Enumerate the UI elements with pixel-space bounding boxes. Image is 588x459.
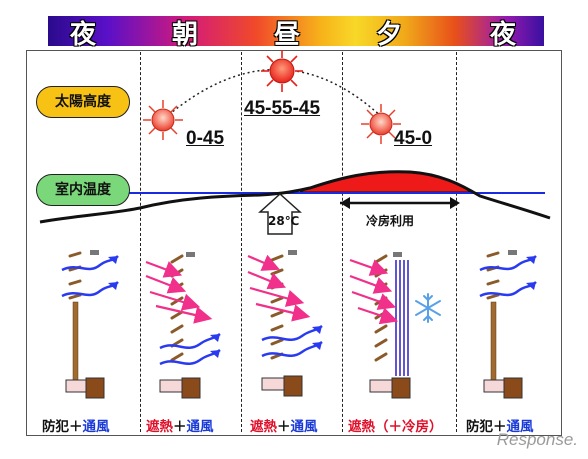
time-label-night-1: 夜	[69, 20, 96, 50]
window-unit-night-1	[61, 250, 119, 399]
caption-part-b: 通風	[506, 419, 534, 435]
sun-morning-icon	[143, 100, 183, 140]
sun-angle-noon: 45-55-45	[244, 98, 321, 119]
time-label-noon: 昼	[273, 20, 300, 50]
column-divider	[241, 52, 242, 432]
caption-part-a: 遮熱	[348, 419, 375, 435]
caption-plus: （＋	[375, 419, 402, 435]
cooling-use-label: 冷房利用	[366, 214, 415, 228]
caption-plus: ＋	[173, 419, 187, 435]
window-unit-evening	[349, 252, 441, 399]
column-divider	[456, 52, 457, 432]
caption-night-1: 防犯＋通風	[42, 415, 110, 435]
indoor-temp-label: 室内温度	[36, 174, 130, 206]
caption-part-a: 遮熱	[250, 419, 277, 435]
caption-plus: ＋	[493, 419, 507, 435]
caption-morning: 遮熱＋通風	[146, 415, 214, 435]
snowflake-icon	[415, 293, 441, 323]
caption-night-2: 防犯＋通風	[466, 415, 534, 435]
threshold-up-arrow	[258, 192, 302, 235]
caption-part-a: 防犯	[42, 419, 69, 435]
sun-noon-icon	[261, 50, 303, 92]
caption-part-b: 冷房）	[402, 419, 443, 435]
caption-part-a: 遮熱	[146, 419, 173, 435]
time-of-day-band	[48, 16, 544, 46]
window-unit-noon	[247, 250, 323, 397]
caption-evening: 遮熱（＋冷房）	[348, 415, 443, 435]
time-label-morning: 朝	[171, 20, 198, 50]
window-unit-morning	[145, 252, 221, 399]
column-divider	[140, 52, 141, 432]
caption-part-b: 通風	[186, 419, 214, 435]
caption-part-a: 防犯	[466, 419, 493, 435]
time-label-night-2: 夜	[489, 20, 516, 50]
sun-angle-morning: 0-45	[186, 128, 225, 149]
sun-angle-evening: 45-0	[394, 128, 433, 149]
caption-plus: ＋	[69, 419, 83, 435]
diagram-frame	[26, 50, 562, 436]
solar-altitude-label: 太陽高度	[36, 86, 130, 118]
threshold-temp-label: 28℃	[268, 214, 300, 228]
caption-noon: 遮熱＋通風	[250, 415, 318, 435]
temperature-curve	[39, 170, 551, 224]
watermark-logo: Response.	[496, 430, 578, 449]
column-divider	[342, 52, 343, 432]
sun-evening-icon	[361, 104, 401, 144]
caption-plus: ＋	[277, 419, 291, 435]
caption-part-b: 通風	[82, 419, 110, 435]
time-label-evening: 夕	[375, 20, 402, 50]
window-unit-night-2	[479, 250, 537, 399]
caption-part-b: 通風	[290, 419, 318, 435]
